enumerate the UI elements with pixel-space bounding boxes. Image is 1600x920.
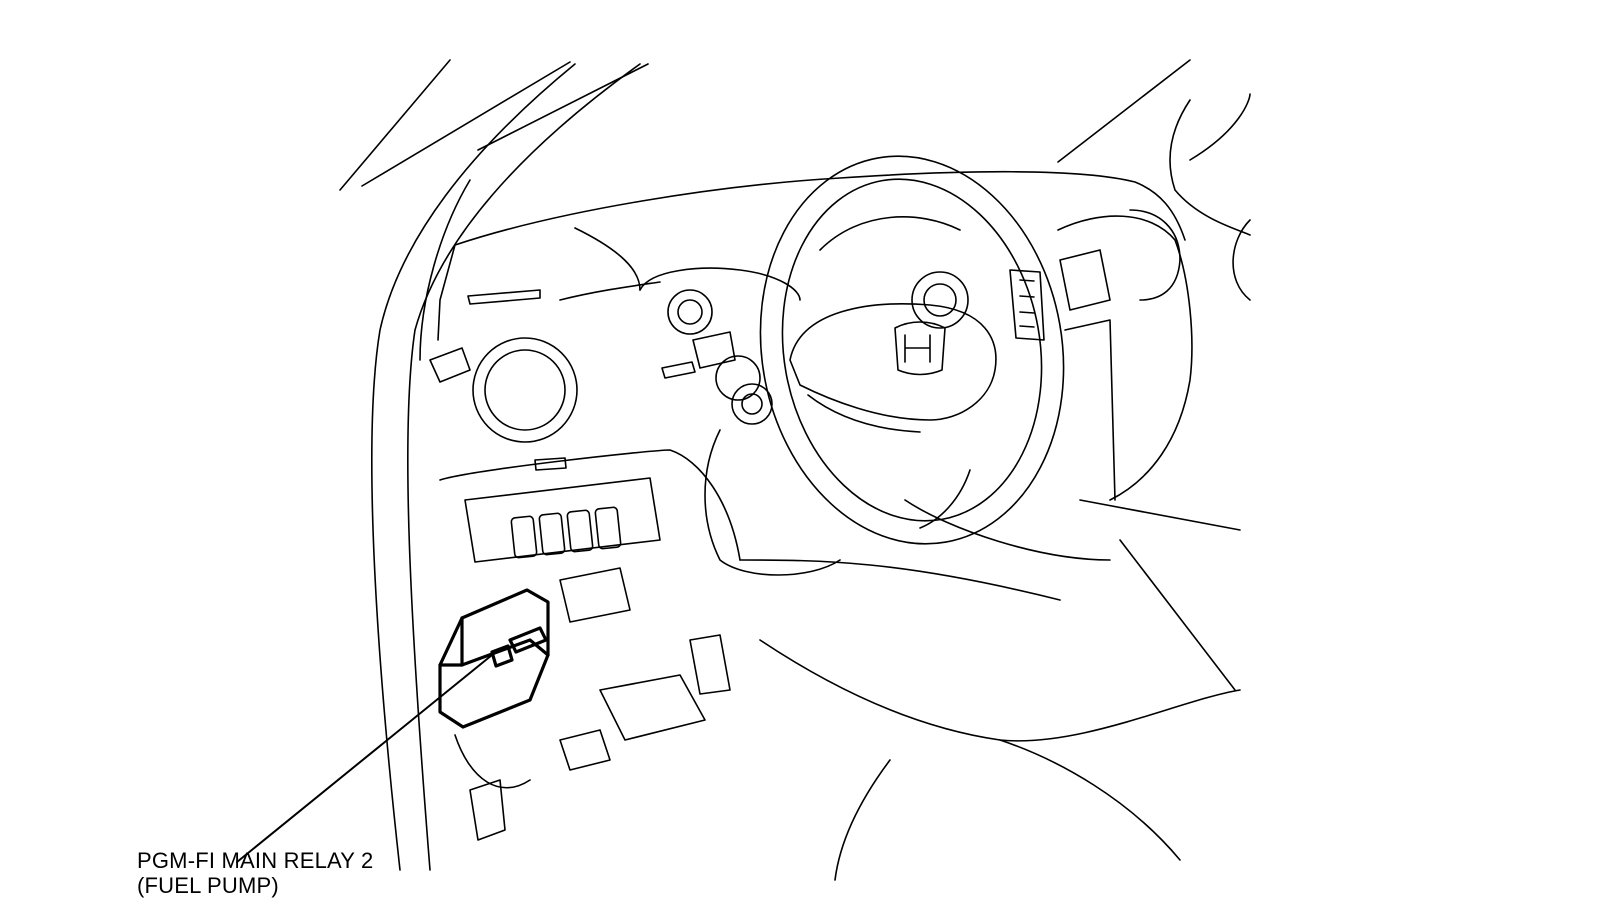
steering-wheel [759, 155, 1065, 545]
relay-callout-label: PGM-FI MAIN RELAY 2 (FUEL PUMP) [137, 848, 373, 898]
steering-column [704, 355, 841, 576]
dashboard-top [437, 170, 1186, 341]
left-vent [429, 337, 578, 471]
instrument-cluster [639, 267, 1045, 379]
relay-box [438, 588, 550, 789]
center-stack [1057, 99, 1251, 501]
floor-pedals [469, 634, 1241, 881]
windshield-lines [339, 59, 1251, 191]
switch-panel [464, 477, 661, 563]
callout-leader-line [236, 654, 493, 863]
lower-dash [439, 449, 1241, 691]
door-frame [371, 63, 641, 871]
relay-callout-line2: (FUEL PUMP) [137, 873, 279, 898]
relay-callout-line1: PGM-FI MAIN RELAY 2 [137, 848, 374, 873]
